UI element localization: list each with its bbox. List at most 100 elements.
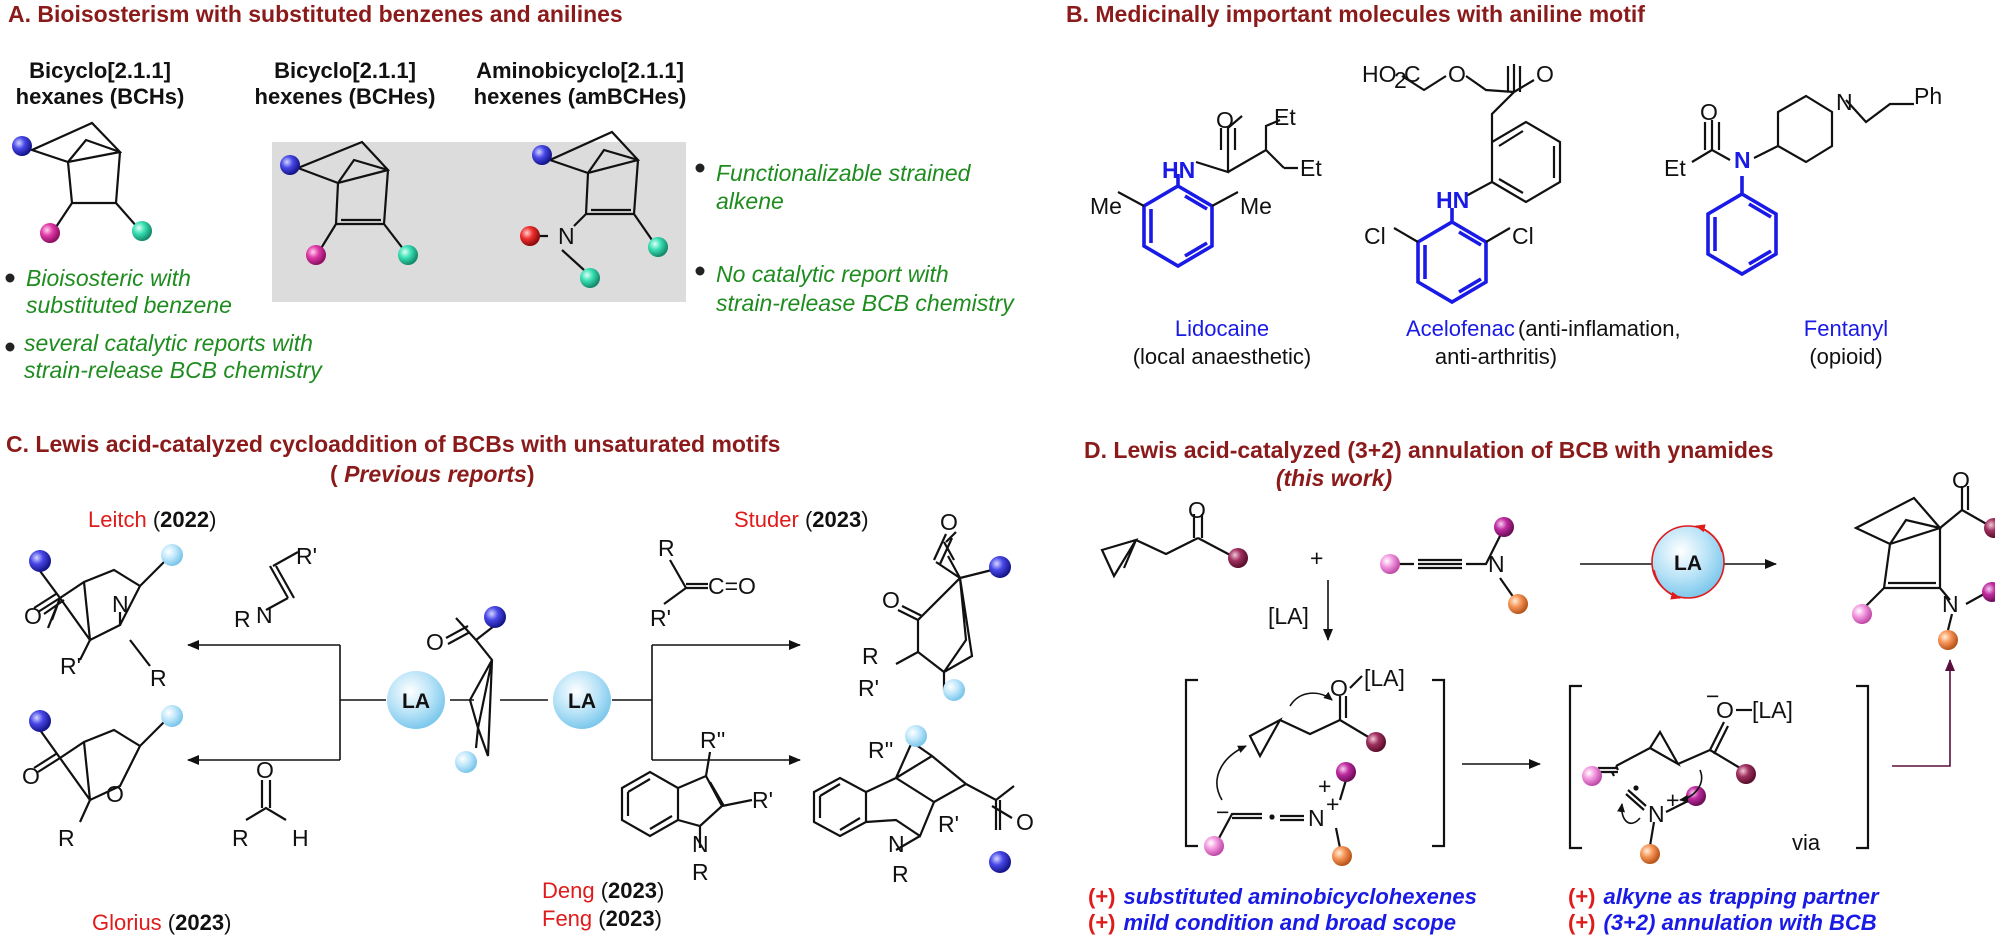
leitch-n: N [112,591,129,617]
ambche-structure: N [520,130,668,288]
note-functionalizable-2: alkene [716,188,784,214]
int1-minus: − [1216,799,1229,825]
panel-d: D. Lewis acid-catalyzed (3+2) annulation… [1084,437,1995,935]
deng-citation: Deng (2023) [542,878,664,903]
la-catalyst-right [553,671,611,729]
acelofenac-hn: HN [1436,187,1469,213]
fentanyl-n2: N [1836,89,1853,115]
indole-reagent: R'' R' N R [620,727,773,885]
panel-a: A. Bioisosterism with substituted benzen… [5,1,1015,383]
acelofenac-use-2: anti-arthritis) [1435,344,1557,369]
panel-d-title: D. Lewis acid-catalyzed (3+2) annulation… [1084,437,1774,463]
deng-rp: R' [938,811,959,837]
ketene-rp: R' [650,605,671,631]
acelofenac-name: Acelofenac [1406,316,1515,341]
ketene-reagent: R R' C=O [650,535,756,631]
product-ambche: O N [1852,467,1995,650]
fentanyl-use: (opioid) [1809,344,1882,369]
acelofenac-use-1: (anti-inflamation, [1518,316,1681,341]
panel-c-title: C. Lewis acid-catalyzed cycloaddition of… [6,431,780,457]
note-catalytic-2: strain-release BCB chemistry [24,357,323,383]
int2-o: O [1716,697,1734,723]
bullet-2: (+)mild condition and broad scope [1088,910,1456,935]
return-arrow [1892,659,1955,767]
int1-la: [LA] [1364,665,1405,691]
int1-plus: + [1318,773,1331,799]
lidocaine-name: Lidocaine [1175,316,1269,341]
lidocaine-o: O [1216,107,1234,133]
acelofenac-cl1: Cl [1364,223,1386,249]
intermediate-2: O [LA] − N + via [1582,683,1821,864]
bullet-3: (+)alkyne as trapping partner [1568,884,1880,909]
panel-b: B. Medicinally important molecules with … [1066,1,1942,369]
bcb-ketone: O [426,606,506,773]
lidocaine-et2: Et [1300,155,1322,181]
lidocaine-me1: Me [1090,193,1122,219]
indole-rp: R' [752,787,773,813]
fentanyl-name: Fentanyl [1804,316,1888,341]
la-catalyst-left [387,671,445,729]
lidocaine-structure: O HN Et Et Me Me [1090,104,1322,269]
product-n: N [1942,591,1959,617]
intermediate-bracket-2 [1568,684,1870,850]
bullet-dot [695,266,705,276]
indole-rpp: R'' [700,727,725,753]
ambche-label-line2: hexenes (amBCHes) [474,84,687,109]
bullet-1: (+)substituted aminobicyclohexenes [1088,884,1477,909]
la-cycle-label: LA [1674,552,1702,575]
fentanyl-structure: O Et N N Ph [1664,83,1942,277]
panel-d-subtitle: (this work) [1276,465,1392,491]
bullet-dot [5,342,15,352]
leitch-product: O N R' R [24,544,183,691]
note-catalytic-1: several catalytic reports with [24,330,313,356]
lidocaine-et1: Et [1274,104,1296,130]
deng-n: N [888,831,905,857]
lidocaine-use: (local anaesthetic) [1133,344,1312,369]
int1-n: N [1308,805,1325,831]
glorius-o2: O [106,781,124,807]
acelofenac-o1: O [1448,61,1466,87]
studer-o2: O [882,587,900,613]
note-no-catalytic-2: strain-release BCB chemistry [716,290,1015,316]
glorius-product: O O R [22,705,183,851]
bche-structure [280,140,418,265]
ambche-n-atom: N [558,223,575,249]
acelofenac-sub2: 2 [1394,67,1407,93]
int2-nplus: + [1666,787,1679,813]
left-branch-lines [196,644,386,761]
int1-o: O [1330,675,1348,701]
product-o: O [1952,467,1970,493]
via-label: via [1792,830,1821,855]
leitch-o: O [24,603,42,629]
note-no-catalytic-1: No catalytic report with [716,261,949,287]
glorius-r: R [58,825,75,851]
panel-b-title: B. Medicinally important molecules with … [1066,1,1645,27]
studer-o1: O [940,509,958,535]
glorius-o1: O [22,763,40,789]
imine-reagent: R' N R [234,543,317,632]
imine-rp: R' [296,543,317,569]
bullet-4: (+)(3+2) annulation with BCB [1568,910,1877,935]
bche-highlight-box [272,142,686,302]
la-bracket-label: [LA] [1268,603,1309,629]
leitch-citation: Leitch (2022) [88,507,216,532]
note-bioisosteric-1: Bioisosteric with [26,265,191,291]
aldehyde-r: R [232,825,249,851]
ketene-r: R [658,535,675,561]
indole-r: R [692,859,709,885]
ketene-co: C=O [708,573,756,599]
acelofenac-cl2: Cl [1512,223,1534,249]
studer-citation: Studer (2023) [734,507,869,532]
imine-r: R [234,606,251,632]
leitch-rp: R' [60,653,81,679]
bche-label-line2: hexenes (BCHes) [255,84,436,109]
intermediate-1: O [LA] + − N + [1204,665,1405,866]
panel-c-subtitle: ( Previous reports) [330,461,535,487]
la-label-right: LA [568,690,596,713]
studer-product: O O R R' [858,509,1011,701]
acelofenac-ho: HO [1362,61,1397,87]
acelofenac-c: C [1404,61,1421,87]
lidocaine-me2: Me [1240,193,1272,219]
bch-label-line2: hexanes (BCHs) [16,84,185,109]
